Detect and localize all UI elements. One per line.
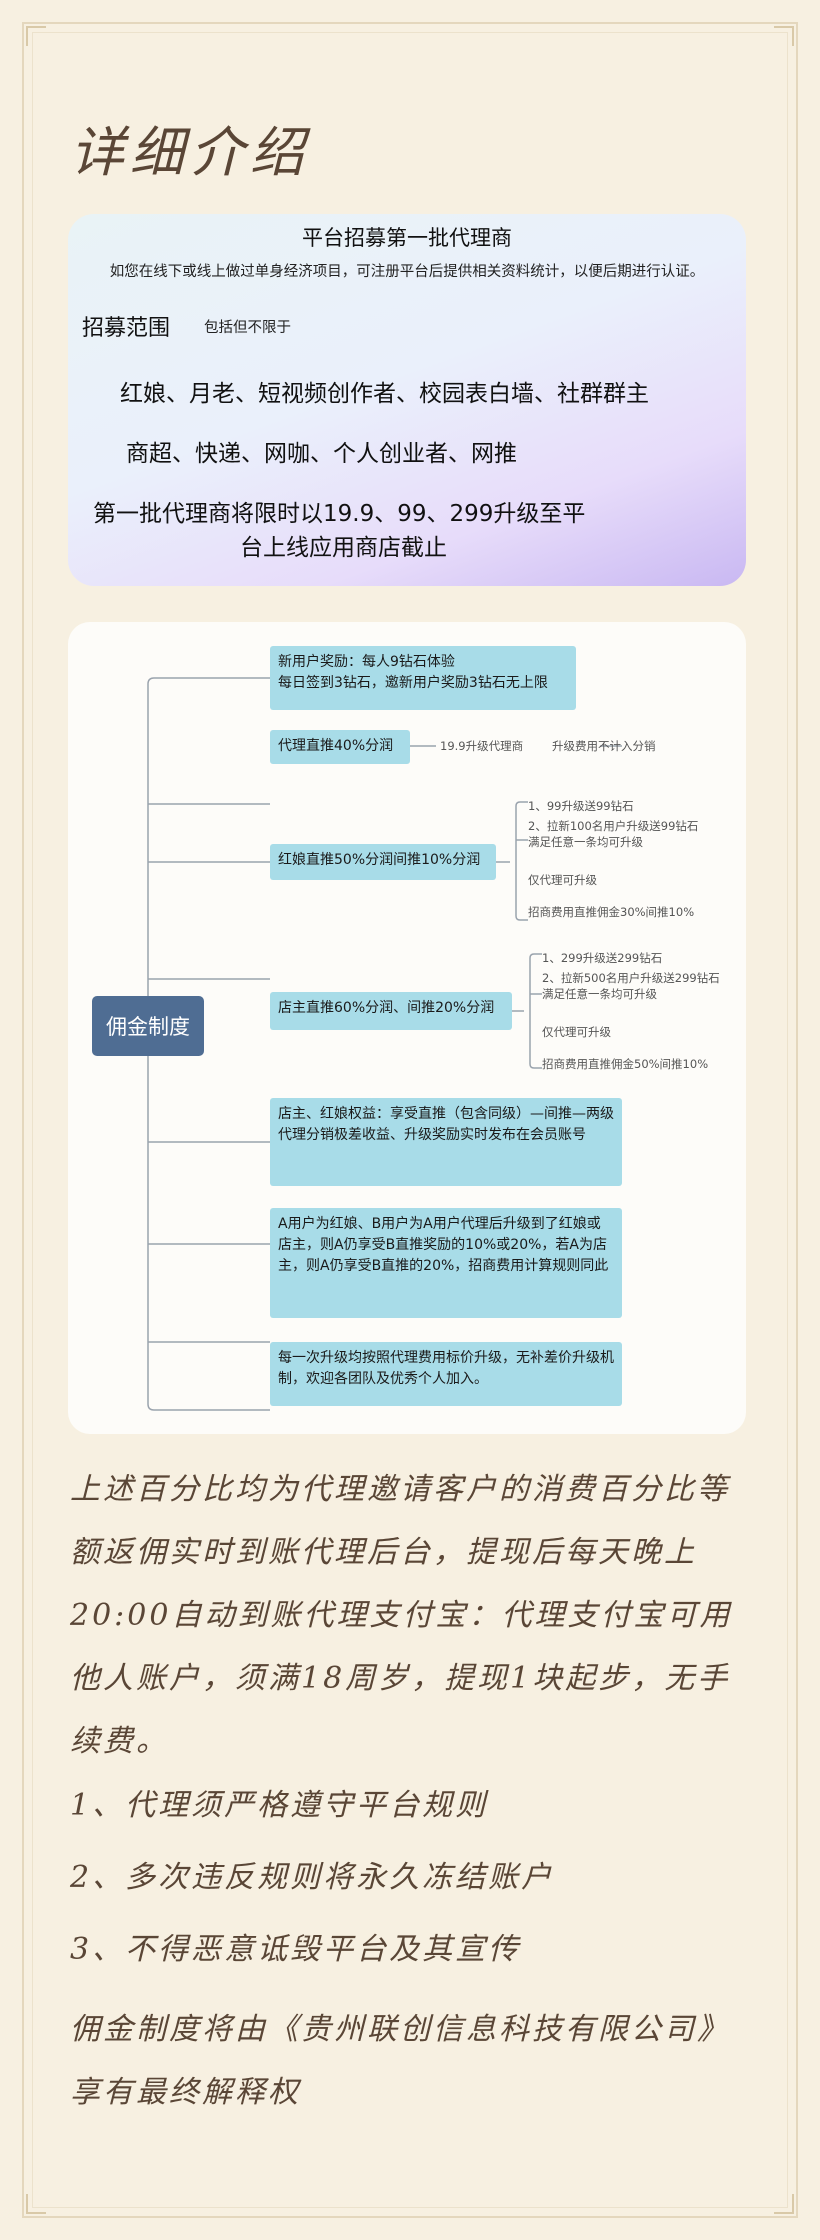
outer-frame <box>22 22 798 2218</box>
node-upgrade-rule: 每一次升级均按照代理费用标价升级，无补差价升级机制，欢迎各团队及优秀个人加入。 <box>270 1342 622 1406</box>
scope-line-2: 商超、快递、网咖、个人创业者、网推 <box>126 441 517 467</box>
node-agent-direct: 代理直推40%分润 <box>270 730 410 764</box>
node3-note-1: 1、99升级送99钻石 <box>528 799 634 813</box>
node4-note-5: 招商费用直推佣金50%间推10% <box>542 1057 709 1071</box>
rule-2: 2、多次违反规则将永久冻结账户 <box>70 1860 555 1895</box>
corner-ornament <box>774 2194 794 2214</box>
rule-1: 1、代理须严格遵守平台规则 <box>70 1788 489 1823</box>
rule-3: 3、不得恶意诋毁平台及其宣传 <box>70 1932 522 1967</box>
corner-ornament <box>774 26 794 46</box>
node4-note-1: 1、299升级送299钻石 <box>542 951 663 965</box>
node4-note-3: 满足任意一条均可升级 <box>542 987 657 1001</box>
scope-line-1: 红娘、月老、短视频创作者、校园表白墙、社群群主 <box>120 381 649 407</box>
node2-note-2: 升级费用不计入分销 <box>552 739 656 753</box>
node-upgrade-example: A用户为红娘、B用户为A用户代理后升级到了红娘或店主，则A仍享受B直推奖励的10… <box>270 1208 622 1318</box>
node4-note-4: 仅代理可升级 <box>542 1025 611 1039</box>
node4-note-2: 2、拉新500名用户升级送299钻石 <box>542 971 720 985</box>
mindmap-root: 佣金制度 <box>92 996 204 1056</box>
node-owner-rights: 店主、红娘权益：享受直推（包含同级）—间推—两级代理分销极差收益、升级奖励实时发… <box>270 1098 622 1186</box>
node-shop-owner: 店主直推60%分润、间推20%分润 <box>270 992 512 1030</box>
node3-note-3: 满足任意一条均可升级 <box>528 835 643 849</box>
scope-note: 包括但不限于 <box>204 320 291 336</box>
corner-ornament <box>26 26 46 46</box>
recruit-card: 平台招募第一批代理商 如您在线下或线上做过单身经济项目，可注册平台后提供相关资料… <box>68 214 746 586</box>
node-new-user-reward: 新用户奖励：每人9钻石体验 每日签到3钻石，邀新用户奖励3钻石无上限 <box>270 646 576 710</box>
node3-note-5: 招商费用直推佣金30%间推10% <box>528 905 695 919</box>
recruit-title: 平台招募第一批代理商 <box>302 226 512 250</box>
connector-lines <box>147 677 622 1411</box>
inner-frame <box>32 32 788 2208</box>
scope-label: 招募范围 <box>82 316 171 341</box>
commission-mindmap: 佣金制度 新用户奖励：每人9钻石体验 每日签到3钻石，邀新用户奖励3钻石无上限 … <box>68 622 746 1434</box>
recruit-subtitle: 如您在线下或线上做过单身经济项目，可注册平台后提供相关资料统计，以便后期进行认证… <box>109 264 705 280</box>
node2-note-1: 19.9升级代理商 <box>440 739 524 753</box>
node-matchmaker: 红娘直推50%分润间推10%分润 <box>270 844 496 880</box>
commission-paragraph: 上述百分比均为代理邀请客户的消费百分比等额返佣实时到账代理后台，提现后每天晚上2… <box>70 1472 733 1759</box>
upgrade-line-2: 台上线应用商店截止 <box>240 535 447 561</box>
corner-ornament <box>26 2194 46 2214</box>
upgrade-line-1: 第一批代理商将限时以19.9、99、299升级至平 <box>93 501 586 527</box>
node3-note-2: 2、拉新100名用户升级送99钻石 <box>528 819 699 833</box>
closing-statement: 佣金制度将由《贵州联创信息科技有限公司》享有最终解释权 <box>70 2012 730 2110</box>
node3-note-4: 仅代理可升级 <box>528 873 597 887</box>
page-title: 详细介绍 <box>70 121 310 184</box>
